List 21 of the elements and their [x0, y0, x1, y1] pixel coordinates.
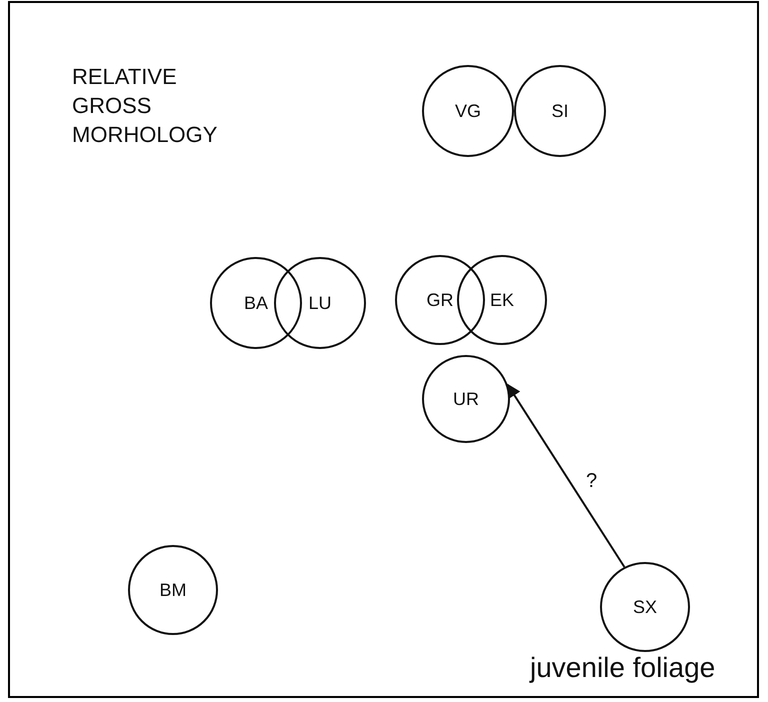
node-label: UR — [453, 388, 479, 410]
circle — [395, 255, 485, 345]
circle — [210, 257, 302, 349]
circle — [422, 355, 510, 443]
circle — [422, 65, 514, 157]
node-label: GR — [426, 290, 454, 310]
circle — [128, 545, 218, 635]
circle — [457, 255, 547, 345]
node-label: BA — [244, 292, 268, 314]
circle — [274, 257, 366, 349]
diagram-title: RELATIVE GROSS MORHOLOGY — [72, 63, 218, 149]
node-label: SI — [551, 100, 568, 122]
circle — [514, 65, 606, 157]
arrow — [506, 384, 626, 568]
node-caption: juvenile foliage — [530, 652, 716, 684]
circle — [600, 562, 690, 652]
node-label: SX — [632, 596, 657, 618]
node-label: LU — [308, 292, 332, 314]
node-label: VG — [454, 100, 481, 122]
node-label: EK — [490, 290, 514, 310]
node-label: BM — [160, 580, 186, 600]
